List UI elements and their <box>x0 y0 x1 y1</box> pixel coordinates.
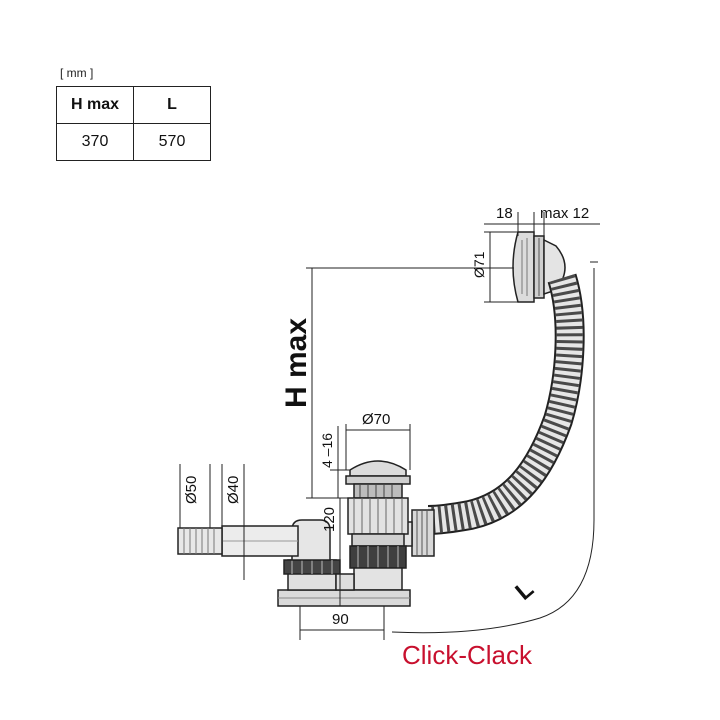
dimension-lines <box>179 212 600 640</box>
brand-label: Click-Clack <box>402 640 533 670</box>
dimension-labels: 18 max 12 Ø71 H max Ø70 4 –16 Ø50 Ø40 12… <box>183 205 589 628</box>
corrugated-hose <box>427 273 585 535</box>
spec-table: H max L 370 570 <box>56 86 211 161</box>
spec-value-row: 370 570 <box>56 123 211 161</box>
drain-body <box>345 460 411 591</box>
dim-4-16: 4 –16 <box>319 433 335 468</box>
spec-header-row: H max L <box>56 86 211 124</box>
value-hmax: 370 <box>56 123 134 161</box>
dim-max12: max 12 <box>540 205 589 222</box>
dim-d70: Ø70 <box>362 411 390 428</box>
dim-120: 120 <box>321 507 338 532</box>
dim-d71: Ø71 <box>471 251 487 278</box>
header-hmax: H max <box>56 86 134 124</box>
dim-d50: Ø50 <box>183 476 200 504</box>
dim-hmax: H max <box>280 318 313 408</box>
value-l: 570 <box>133 123 211 161</box>
dim-d40: Ø40 <box>225 476 242 504</box>
dim-90: 90 <box>332 611 349 628</box>
unit-label: [ mm ] <box>60 66 94 80</box>
dim-l: L <box>510 576 539 606</box>
dim-18: 18 <box>496 205 513 222</box>
